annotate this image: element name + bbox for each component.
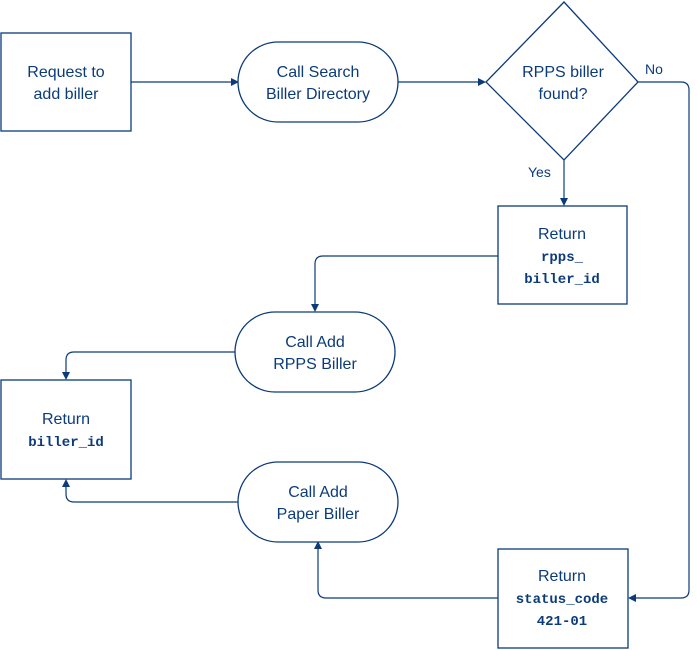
arrowhead: [231, 78, 239, 86]
node-code-line: biller_id: [524, 272, 600, 288]
arrowhead: [478, 78, 486, 86]
node-shape: [234, 311, 396, 393]
arrowhead: [314, 541, 322, 549]
node-label-line: RPPS biller: [522, 64, 604, 81]
edge-label-yes: Yes: [528, 164, 551, 180]
edge-return-status-to-add-paper: [317, 548, 498, 599]
node-shape: [237, 41, 399, 123]
node-label-line: RPPS Biller: [273, 356, 357, 373]
edge-return-rpps-to-add-rpps: [314, 255, 498, 305]
node-decision-rpps-biller-found: RPPS biller found?: [485, 1, 639, 161]
node-return-rpps-biller-id: Return rpps_ biller_id: [497, 205, 628, 305]
arrowhead: [62, 479, 70, 487]
node-call-search-biller-directory: Call Search Biller Directory: [237, 41, 399, 123]
node-return-status-code: Return status_code 421-01: [497, 548, 629, 649]
node-label-line: Return: [538, 226, 586, 243]
arrowhead: [62, 372, 70, 380]
node-shape: [0, 379, 132, 480]
edges: [62, 78, 690, 602]
edge-add-rpps-to-return-biller: [65, 351, 235, 373]
edge-decision-no: [634, 81, 690, 599]
node-label-line: Request to: [27, 64, 104, 81]
node-label-line: Call Add: [285, 334, 345, 351]
node-shape: [497, 548, 629, 649]
node-shape: [497, 205, 628, 305]
node-label-line: Return: [42, 411, 90, 428]
node-label-line: Biller Directory: [266, 86, 370, 103]
node-label-line: Call Search: [277, 64, 360, 81]
node-shape: [237, 461, 399, 543]
node-label-line: found?: [539, 86, 588, 103]
node-code-line: 421-01: [537, 614, 587, 630]
node-shape: [485, 1, 639, 161]
arrowhead: [628, 594, 636, 602]
node-label-line: Paper Biller: [277, 506, 360, 523]
arrowhead: [311, 304, 319, 312]
node-code-line: status_code: [516, 592, 608, 608]
node-label-line: Call Add: [288, 484, 348, 501]
node-return-biller-id: Return biller_id: [0, 379, 132, 480]
edge-label-no: No: [645, 61, 663, 77]
node-code-line: rpps_: [541, 250, 584, 266]
node-code-line: biller_id: [28, 435, 104, 451]
node-label-line: add biller: [34, 86, 100, 103]
node-label-line: Return: [538, 568, 586, 585]
arrowhead: [560, 198, 568, 206]
node-shape: [0, 32, 132, 132]
node-request-to-add-biller: Request to add biller: [0, 32, 132, 132]
edge-add-paper-to-return-biller: [65, 486, 238, 503]
node-call-add-paper-biller: Call Add Paper Biller: [237, 461, 399, 543]
node-call-add-rpps-biller: Call Add RPPS Biller: [234, 311, 396, 393]
